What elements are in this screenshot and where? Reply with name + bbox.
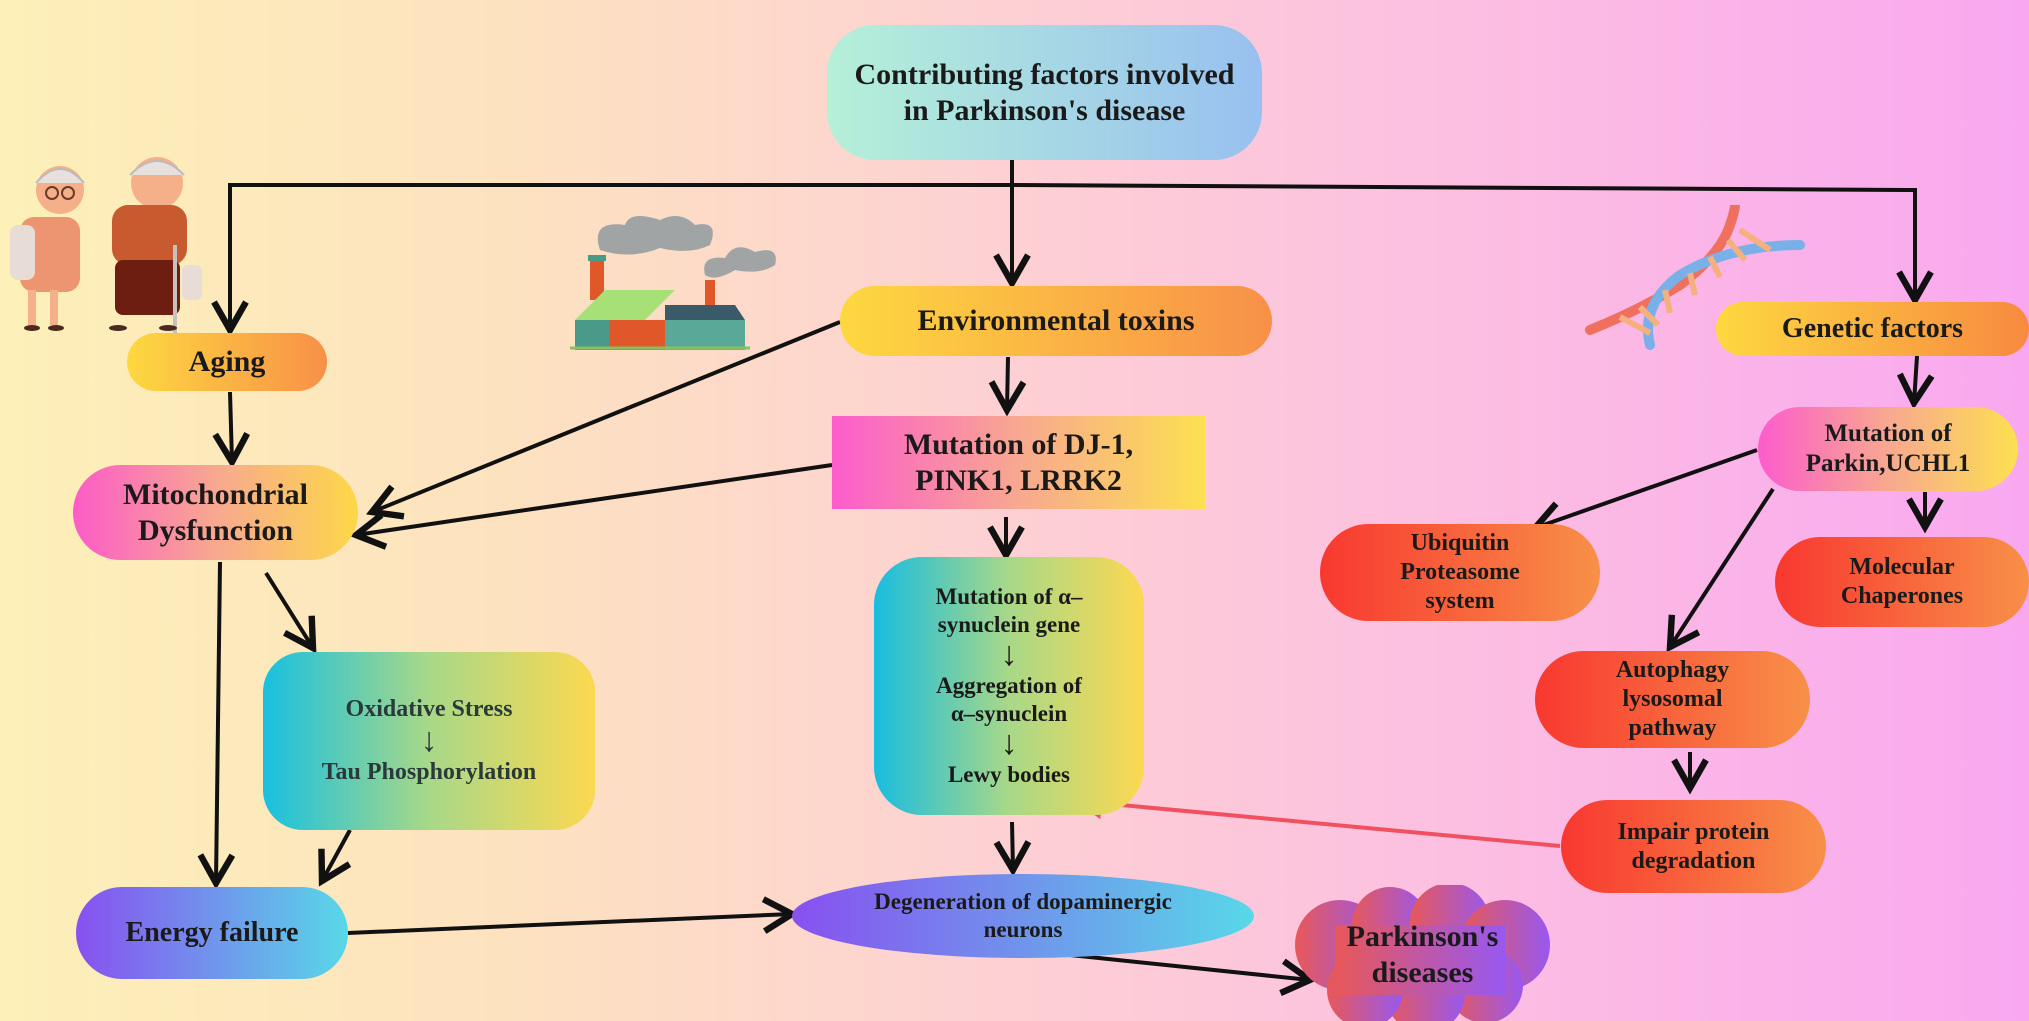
lewy-bodies-label: Lewy bodies	[947, 762, 1071, 788]
edge-aging-mito	[212, 391, 251, 469]
edge-impair-lewy	[1074, 787, 1561, 848]
ubiquitin-label-1: Ubiquitin	[1410, 530, 1510, 557]
parkin-label-1: Mutation of	[1824, 420, 1952, 447]
asyn-mutation-label-1: Mutation of α–	[935, 584, 1083, 610]
parkinsons-cloud-shape	[1295, 885, 1550, 1021]
down-arrow-icon: ↓	[420, 722, 438, 759]
parkin-label-2: Parkin,UCHL1	[1805, 450, 1971, 477]
autophagy-lysosomal-node: Autophagy lysosomal pathway	[1535, 651, 1810, 748]
degeneration-label-2: neurons	[983, 917, 1063, 942]
edge-mito-energy	[197, 561, 236, 890]
env-toxins-label: Environmental toxins	[917, 304, 1195, 337]
asyn-aggregation-label-1: Aggregation of	[936, 673, 1082, 699]
autophagy-label-1: Autophagy	[1615, 657, 1730, 684]
oxidative-tau-box: Oxidative Stress ↓ Tau Phosphorylation	[263, 652, 595, 830]
edge-degen-pd	[1069, 953, 1317, 996]
root-node: Contributing factors involved in Parkins…	[827, 25, 1262, 160]
tau-phosphorylation-label: Tau Phosphorylation	[321, 759, 537, 785]
env-toxins-node: Environmental toxins	[840, 286, 1272, 356]
pd-label-2: diseases	[1371, 956, 1474, 989]
edge-genetic-parkin	[1896, 355, 1935, 410]
autophagy-label-3: pathway	[1628, 714, 1717, 741]
impair-label-1: Impair protein	[1617, 818, 1770, 845]
energy-failure-node: Energy failure	[76, 887, 348, 979]
parkin-uchl1-node: Mutation of Parkin,UCHL1	[1758, 407, 2018, 491]
parkinsons-disease-node: Parkinson's diseases	[1285, 900, 1560, 1010]
edge-dj1-mito	[349, 463, 833, 550]
aging-node: Aging	[127, 333, 327, 391]
genetic-factors-node: Genetic factors	[1716, 302, 2029, 356]
degeneration-dopaminergic-node: Degeneration of dopaminergic neurons	[792, 874, 1254, 958]
dj1-label-1: Mutation of DJ-1,	[903, 427, 1134, 461]
chaperones-label-1: Molecular	[1849, 554, 1955, 581]
oxidative-stress-label: Oxidative Stress	[345, 696, 513, 723]
edge-parkin-ubiquitin	[1528, 448, 1758, 537]
edge-parkin-autophagy	[1666, 487, 1775, 653]
mito-label-1: Mitochondrial	[123, 477, 308, 511]
edge-mito-oxtau	[264, 571, 317, 654]
impair-protein-degradation-node: Impair protein degradation	[1561, 800, 1826, 893]
molecular-chaperones-node: Molecular Chaperones	[1775, 537, 2029, 627]
genetic-factors-label: Genetic factors	[1781, 313, 1964, 345]
mito-label-2: Dysfunction	[137, 513, 294, 547]
ubiquitin-label-3: system	[1425, 587, 1495, 614]
edge-energy-degen	[347, 896, 799, 935]
edge-env-dj1	[988, 356, 1027, 417]
dj1-label-2: PINK1, LRRK2	[915, 463, 1122, 497]
edge-oxtau-energy	[318, 829, 352, 887]
ubiquitin-proteasome-node: Ubiquitin Proteasome system	[1320, 524, 1600, 621]
degeneration-label-1: Degeneration of dopaminergic	[874, 889, 1172, 915]
edge-env-mito	[366, 320, 841, 520]
asyn-aggregation-label-2: α–synuclein	[950, 700, 1068, 726]
down-arrow-icon: ↓	[1000, 725, 1018, 763]
asyn-mutation-label-2: synuclein gene	[937, 611, 1081, 637]
energy-failure-label: Energy failure	[125, 917, 299, 949]
aging-label: Aging	[188, 345, 266, 378]
impair-label-2: degradation	[1631, 847, 1756, 874]
pd-label-1: Parkinson's	[1346, 920, 1499, 953]
down-arrow-icon: ↓	[1000, 636, 1018, 674]
root-label: Contributing factors involved in Parkins…	[854, 57, 1235, 127]
factory-illustration	[570, 216, 776, 350]
ubiquitin-label-2: Proteasome	[1400, 559, 1520, 586]
elderly-couple-illustration	[10, 157, 202, 333]
dna-helix-illustration	[1585, 205, 1805, 350]
alpha-synuclein-box: Mutation of α– synuclein gene ↓ Aggregat…	[874, 557, 1144, 815]
edge-asyn-degen	[993, 821, 1032, 877]
mitochondrial-dysfunction-node: Mitochondrial Dysfunction	[73, 465, 358, 560]
autophagy-label-2: lysosomal	[1622, 686, 1723, 713]
dj1-pink1-lrrk2-node: Mutation of DJ-1, PINK1, LRRK2	[832, 416, 1205, 509]
chaperones-label-2: Chaperones	[1840, 583, 1964, 609]
